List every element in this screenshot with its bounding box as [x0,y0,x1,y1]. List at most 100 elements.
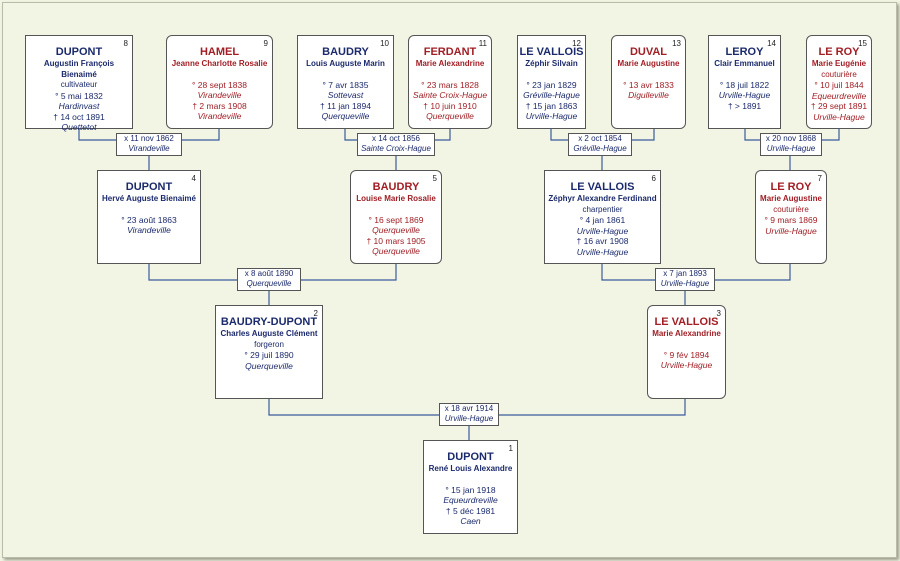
person-10[interactable]: 10 BAUDRY Louis Auguste Marin ° 7 avr 18… [297,35,394,129]
birth: ° 18 juil 1822 [719,79,770,90]
marriage-place: Gréville-Hague [573,144,627,153]
birth-place: Gréville-Hague [523,90,580,100]
birth: ° 28 sept 1838 [192,79,247,90]
surname: DUVAL [629,46,668,58]
surname: LE VALLOIS [570,181,635,193]
death-place: Querqueville [426,111,474,121]
death: † 10 juin 1910 [423,100,477,111]
marriage-place: Urville-Hague [766,144,816,153]
marriage-date: x 14 oct 1856 [371,134,421,143]
birth-place: Sottevast [327,90,364,100]
birth-place: Virandeville [127,225,171,235]
marriage-8-9[interactable]: x 11 nov 1862 Virandeville [116,133,182,156]
marriage-place: Virandeville [128,144,170,153]
birth: ° 23 jan 1829 [526,79,577,90]
death-place: Querqueville [372,246,420,256]
surname: BAUDRY [372,181,420,193]
marriage-date: x 18 avr 1914 [444,404,494,413]
occupation: couturière [821,69,857,79]
birth: ° 23 août 1863 [121,214,177,225]
death-place: Urville-Hague [525,111,578,121]
death: † 11 jan 1894 [320,100,371,111]
person-6[interactable]: 6 LE VALLOIS Zéphyr Alexandre Ferdinand … [544,170,661,264]
person-5[interactable]: 5 BAUDRY Louise Marie Rosalie ° 16 sept … [350,170,442,264]
sosa-number: 4 [191,174,196,183]
given-names: Clair Emmanuel [714,59,775,68]
sosa-number: 8 [123,39,128,48]
person-11[interactable]: 11 FERDANT Marie Alexandrine ° 23 mars 1… [408,35,492,129]
death: † 14 oct 1891 [53,111,105,122]
sosa-number: 1 [508,444,513,453]
given-names: Marie Alexandrine [652,329,721,338]
birth: ° 23 mars 1828 [421,79,479,90]
person-15[interactable]: 15 LE ROY Marie Eugénie couturière ° 10 … [806,35,872,129]
given-names: Marie Eugénie [811,59,867,68]
surname: HAMEL [199,46,240,58]
person-14[interactable]: 14 LEROY Clair Emmanuel ° 18 juil 1822 U… [708,35,781,129]
birth: ° 13 avr 1833 [623,79,674,90]
marriage-2-3[interactable]: x 18 avr 1914 Urville-Hague [439,403,499,426]
given-names: René Louis Alexandre [428,464,513,473]
birth: ° 15 jan 1918 [445,484,496,495]
death-place: Urville-Hague [576,246,629,257]
sosa-number: 10 [380,39,389,48]
surname: DUPONT [447,451,494,463]
surname: DUPONT [125,181,173,193]
given-names: Augustin François Bienaimé [43,59,115,79]
person-8[interactable]: 8 DUPONT Augustin François Bienaimé cult… [25,35,133,132]
death: † 5 déc 1981 [445,505,496,516]
person-7[interactable]: 7 LE ROY Marie Augustine couturière ° 9 … [755,170,827,264]
sosa-number: 11 [478,39,487,48]
surname: LE ROY [770,181,812,193]
person-9[interactable]: 9 HAMEL Jeanne Charlotte Rosalie ° 28 se… [166,35,273,129]
given-names: Zéphyr Alexandre Ferdinand [548,194,657,203]
death-place: Urville-Hague [813,111,865,122]
death: † 2 mars 1908 [192,100,247,111]
marriage-date: x 2 oct 1854 [578,134,622,143]
birth: ° 29 juil 1890 [244,350,294,360]
marriage-6-7[interactable]: x 7 jan 1893 Urville-Hague [655,268,715,291]
marriage-10-11[interactable]: x 14 oct 1856 Sainte Croix-Hague [357,133,435,156]
death-place: Querqueville [321,111,370,121]
marriage-place: Querqueville [246,279,292,288]
given-names: Zéphir Silvain [525,59,578,68]
death-place: Virandeville [197,111,242,121]
marriage-date: x 20 nov 1868 [765,134,817,143]
surname: BAUDRY [322,46,369,58]
occupation: charpentier [582,204,623,214]
birth-place: Digulleville [628,90,669,100]
person-4[interactable]: 4 DUPONT Hervé Auguste Bienaimé ° 23 aoû… [97,170,201,264]
person-3[interactable]: 3 LE VALLOIS Marie Alexandrine ° 9 fév 1… [647,305,726,399]
death: † 16 avr 1908 [576,236,629,246]
person-12[interactable]: 12 LE VALLOIS Zéphir Silvain ° 23 jan 18… [517,35,586,129]
given-names: Marie Augustine [617,59,680,68]
birth-place: Urville-Hague [718,90,771,100]
birth: ° 9 mars 1869 [764,215,818,225]
surname: LEROY [725,46,764,58]
sosa-number: 12 [572,39,581,48]
birth: ° 7 avr 1835 [322,79,369,90]
marriage-place: Urville-Hague [444,414,494,423]
given-names: Charles Auguste Clément [220,329,318,338]
marriage-place: Sainte Croix-Hague [361,144,431,153]
death: † > 1891 [727,100,762,111]
marriage-12-13[interactable]: x 2 oct 1854 Gréville-Hague [568,133,632,156]
person-1[interactable]: 1 DUPONT René Louis Alexandre ° 15 jan 1… [423,440,518,534]
birth: ° 10 juil 1844 [814,80,864,90]
marriage-4-5[interactable]: x 8 août 1890 Querqueville [237,268,301,291]
birth-place: Querqueville [245,360,293,371]
birth-place: Sainte Croix-Hague [412,90,488,100]
surname: BAUDRY-DUPONT [220,316,318,328]
person-13[interactable]: 13 DUVAL Marie Augustine ° 13 avr 1833 D… [611,35,686,129]
birth-place: Urville-Hague [576,225,629,236]
birth: ° 5 mai 1832 [55,90,103,101]
sosa-number: 6 [651,174,656,183]
birth-place: Urville-Hague [660,360,713,370]
marriage-14-15[interactable]: x 20 nov 1868 Urville-Hague [760,133,822,156]
marriage-place: Urville-Hague [660,279,710,288]
birth-place: Querqueville [372,225,420,235]
person-2[interactable]: 2 BAUDRY-DUPONT Charles Auguste Clément … [215,305,323,399]
surname: LE VALLOIS [519,46,584,58]
sosa-number: 2 [313,309,318,318]
birth-place: Urville-Hague [765,225,817,236]
